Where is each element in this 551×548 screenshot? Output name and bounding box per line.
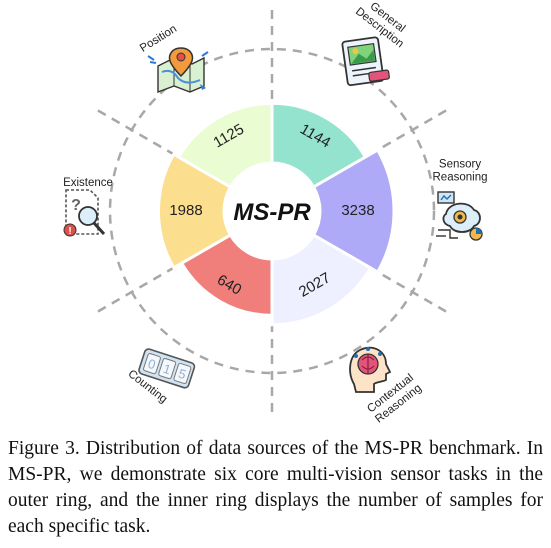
svg-text:5: 5: [176, 366, 188, 383]
center-disc: [224, 163, 320, 259]
counter-icon: 0 1 5: [138, 348, 196, 389]
document-image-icon: [341, 36, 390, 87]
svg-text:!: !: [68, 226, 71, 237]
caption-label: Figure 3.: [8, 438, 80, 459]
category-label: Existence: [63, 177, 113, 189]
svg-text:?: ?: [71, 197, 81, 214]
outer-dashed-ring: [108, 47, 436, 375]
sector-divider: [91, 105, 176, 157]
category-label-line: Existence: [63, 177, 113, 189]
sector-divider: [91, 265, 176, 317]
svg-text:1: 1: [161, 361, 173, 378]
magnify-document-icon: ? !: [63, 189, 106, 237]
map-pin-icon: [147, 47, 209, 94]
svg-text:0: 0: [146, 356, 158, 373]
segment-value-label: 1988: [169, 202, 202, 219]
sensor-brain-icon: [436, 191, 483, 241]
category-label-line: Reasoning: [433, 172, 488, 184]
figure-caption: Figure 3. Distribution of data sources o…: [8, 436, 543, 540]
center-label: MS-PR: [233, 199, 311, 226]
head-brain-icon: [349, 346, 392, 393]
sector-divider: [368, 265, 453, 317]
sector-divider: [368, 105, 453, 157]
caption-text: Distribution of data sources of the MS-P…: [8, 438, 543, 537]
segment-value-label: 3238: [341, 202, 374, 219]
category-label-line: Sensory: [439, 159, 481, 171]
